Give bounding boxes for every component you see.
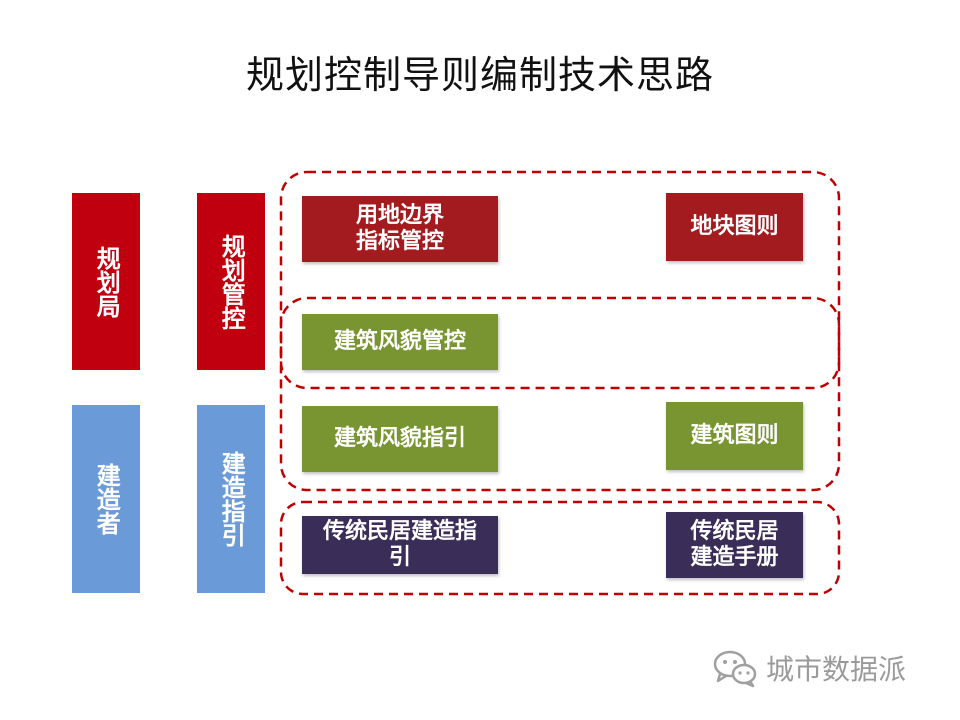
construction-guide-bar: 建造指引 — [197, 405, 265, 593]
building-rules-label: 建筑图则 — [690, 422, 779, 448]
page-title: 规划控制导则编制技术思路 — [245, 53, 714, 97]
traditional-guide-label: 传统民居建造指 引 — [322, 518, 477, 570]
traditional-manual-label: 传统民居 建造手册 — [690, 518, 779, 570]
planning-bureau-label: 规划局 — [92, 245, 121, 318]
wechat-icon — [713, 650, 757, 688]
planning-control-bar: 规划管控 — [197, 193, 265, 370]
traditional-manual-box: 传统民居 建造手册 — [666, 512, 803, 578]
arch-style-guide-label: 建筑风貌指引 — [333, 425, 466, 451]
plot-rules-box: 地块图则 — [666, 193, 803, 261]
plot-rules-label: 地块图则 — [690, 213, 779, 239]
builder-label: 建造者 — [92, 463, 121, 535]
arch-style-control-label: 建筑风貌管控 — [333, 328, 466, 354]
arch-style-guide-box: 建筑风貌指引 — [302, 406, 498, 472]
watermark: 城市数据派 — [712, 648, 906, 688]
land-boundary-label: 用地边界 指标管控 — [355, 202, 444, 254]
builder-bar: 建造者 — [72, 405, 140, 593]
arch-style-control-box: 建筑风貌管控 — [302, 314, 498, 370]
land-boundary-box: 用地边界 指标管控 — [302, 196, 498, 262]
planning-control-label: 规划管控 — [217, 233, 246, 330]
watermark-text: 城市数据派 — [766, 653, 907, 686]
traditional-guide-box: 传统民居建造指 引 — [302, 516, 498, 574]
construction-guide-label: 建造指引 — [217, 451, 246, 547]
building-rules-box: 建筑图则 — [666, 402, 803, 470]
planning-bureau-bar: 规划局 — [72, 193, 140, 370]
